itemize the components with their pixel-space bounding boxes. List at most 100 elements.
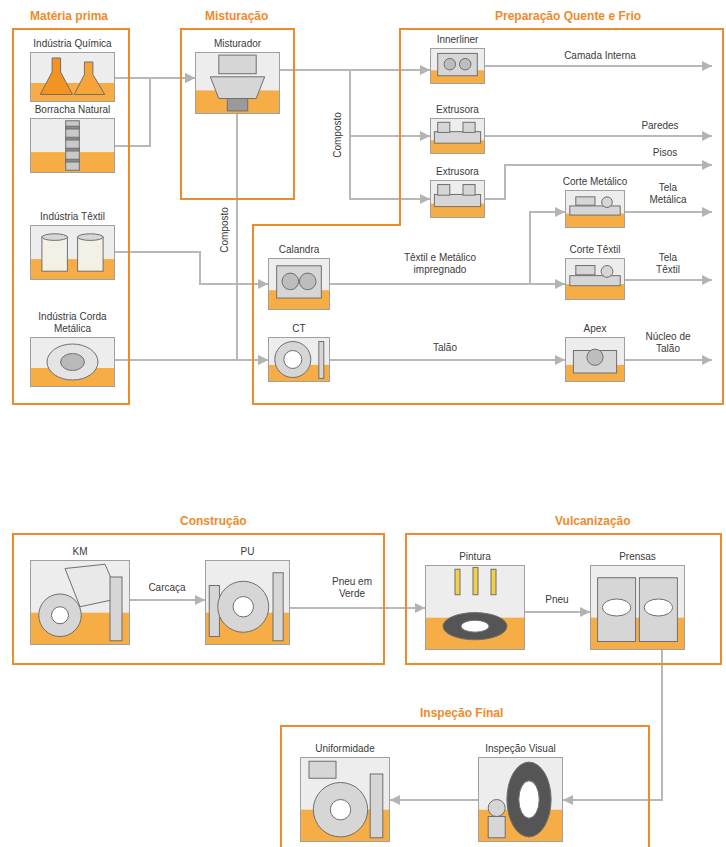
icon-part <box>110 577 122 641</box>
flow-arrow <box>330 212 565 284</box>
icon-part <box>31 53 115 102</box>
icon-part <box>301 758 390 842</box>
icon-part <box>313 783 367 837</box>
flow-arrow <box>115 78 195 146</box>
edge-label: Talão <box>431 342 459 354</box>
icon-part <box>438 185 450 196</box>
edge-label: Têxtil e Metálico impregnado <box>393 252 487 276</box>
flow-arrow <box>525 611 590 613</box>
icon-part <box>66 148 80 151</box>
icon-part <box>233 597 253 617</box>
flow-arrow <box>280 70 430 199</box>
machine-label: Indústria Corda Metálica <box>29 311 116 335</box>
icon-part <box>40 58 72 95</box>
machine-icon <box>30 225 115 280</box>
flow-arrow <box>330 283 565 285</box>
icon-part <box>299 273 316 290</box>
process-box: Inspeção Visual <box>478 743 563 842</box>
section-box: MisturaçãoMisturador <box>180 28 295 200</box>
process-box: PU <box>205 546 290 645</box>
icon-part <box>434 194 480 206</box>
section-heading: Preparação Quente e Frio <box>495 9 641 23</box>
icon-part <box>444 58 456 70</box>
machine-icon <box>590 565 685 650</box>
icon-part <box>576 197 595 205</box>
machine-icon <box>30 118 115 173</box>
icon-part <box>227 99 247 111</box>
section-heading: Inspeção Final <box>420 706 503 720</box>
process-box: Extrusora <box>430 104 485 154</box>
icon-part <box>42 237 68 271</box>
process-box: Calandra <box>268 244 330 310</box>
section-heading: Matéria prima <box>30 9 108 23</box>
output-arrow <box>625 359 712 361</box>
icon-part <box>66 126 80 129</box>
icon-part <box>31 338 115 387</box>
machine-label: Pintura <box>425 551 525 563</box>
output-label: Tela Têxtil <box>646 252 690 276</box>
process-box: Borracha Natural <box>30 104 115 173</box>
icon-part <box>507 762 551 837</box>
icon-part <box>273 573 283 641</box>
icon-part <box>566 191 625 228</box>
edge-label: Composto <box>219 205 231 255</box>
process-box: Indústria Corda Metálica <box>29 311 116 387</box>
edge-label: Pneu em Verde <box>325 576 379 600</box>
process-box: Prensas <box>590 551 685 650</box>
process-box: Extrusora <box>430 166 485 218</box>
icon-part <box>66 159 80 162</box>
icon-part <box>576 266 595 275</box>
icon-part <box>639 578 677 642</box>
machine-icon <box>565 190 625 228</box>
icon-part <box>488 800 505 817</box>
icon-part <box>284 351 302 369</box>
icon-part <box>309 761 336 778</box>
output-arrows <box>485 66 712 360</box>
machine-label: Innerliner <box>430 34 485 46</box>
machine-icon <box>430 180 485 218</box>
section-heading: Construção <box>180 514 247 528</box>
process-box: Innerliner <box>430 34 485 84</box>
icon-part <box>253 29 723 404</box>
process-box: Pintura <box>425 551 525 650</box>
icon-part <box>602 599 631 616</box>
icon-part <box>488 817 505 838</box>
icon-part <box>591 566 685 650</box>
edge-label: Carcaça <box>146 582 187 594</box>
icon-part <box>463 122 475 132</box>
machine-label: Misturador <box>195 38 280 50</box>
output-arrow <box>485 135 712 137</box>
icon-part <box>473 568 478 595</box>
icon-part <box>31 119 115 173</box>
machine-icon <box>30 560 130 645</box>
output-label: Paredes <box>639 120 680 132</box>
icon-part <box>519 781 539 818</box>
output-label: Tela Metálica <box>641 182 695 206</box>
flow-arrow <box>130 599 205 601</box>
process-box: Indústria Química <box>30 38 115 102</box>
machine-label: KM <box>30 546 130 558</box>
machine-icon <box>205 560 290 645</box>
icon-part <box>275 342 311 378</box>
machine-icon <box>268 337 330 382</box>
machine-icon <box>30 337 115 387</box>
process-box: CT <box>268 323 330 382</box>
process-box: Misturador <box>195 38 280 114</box>
machine-label: Borracha Natural <box>30 104 115 116</box>
machine-label: Uniformidade <box>300 743 390 755</box>
icon-part <box>438 122 450 132</box>
icon-part <box>282 273 299 290</box>
machine-icon <box>300 757 390 842</box>
output-label: Camada Interna <box>562 50 638 62</box>
icon-part <box>370 774 383 838</box>
icon-part <box>13 534 384 664</box>
machine-label: Indústria Têxtil <box>30 211 115 223</box>
icon-part <box>406 534 721 664</box>
process-box: Indústria Têxtil <box>30 211 115 280</box>
icon-part <box>644 599 673 616</box>
icon-part <box>434 132 480 144</box>
icon-part <box>31 561 130 645</box>
flow-arrow <box>290 607 425 609</box>
icon-part <box>39 594 82 637</box>
machine-icon <box>565 258 625 300</box>
